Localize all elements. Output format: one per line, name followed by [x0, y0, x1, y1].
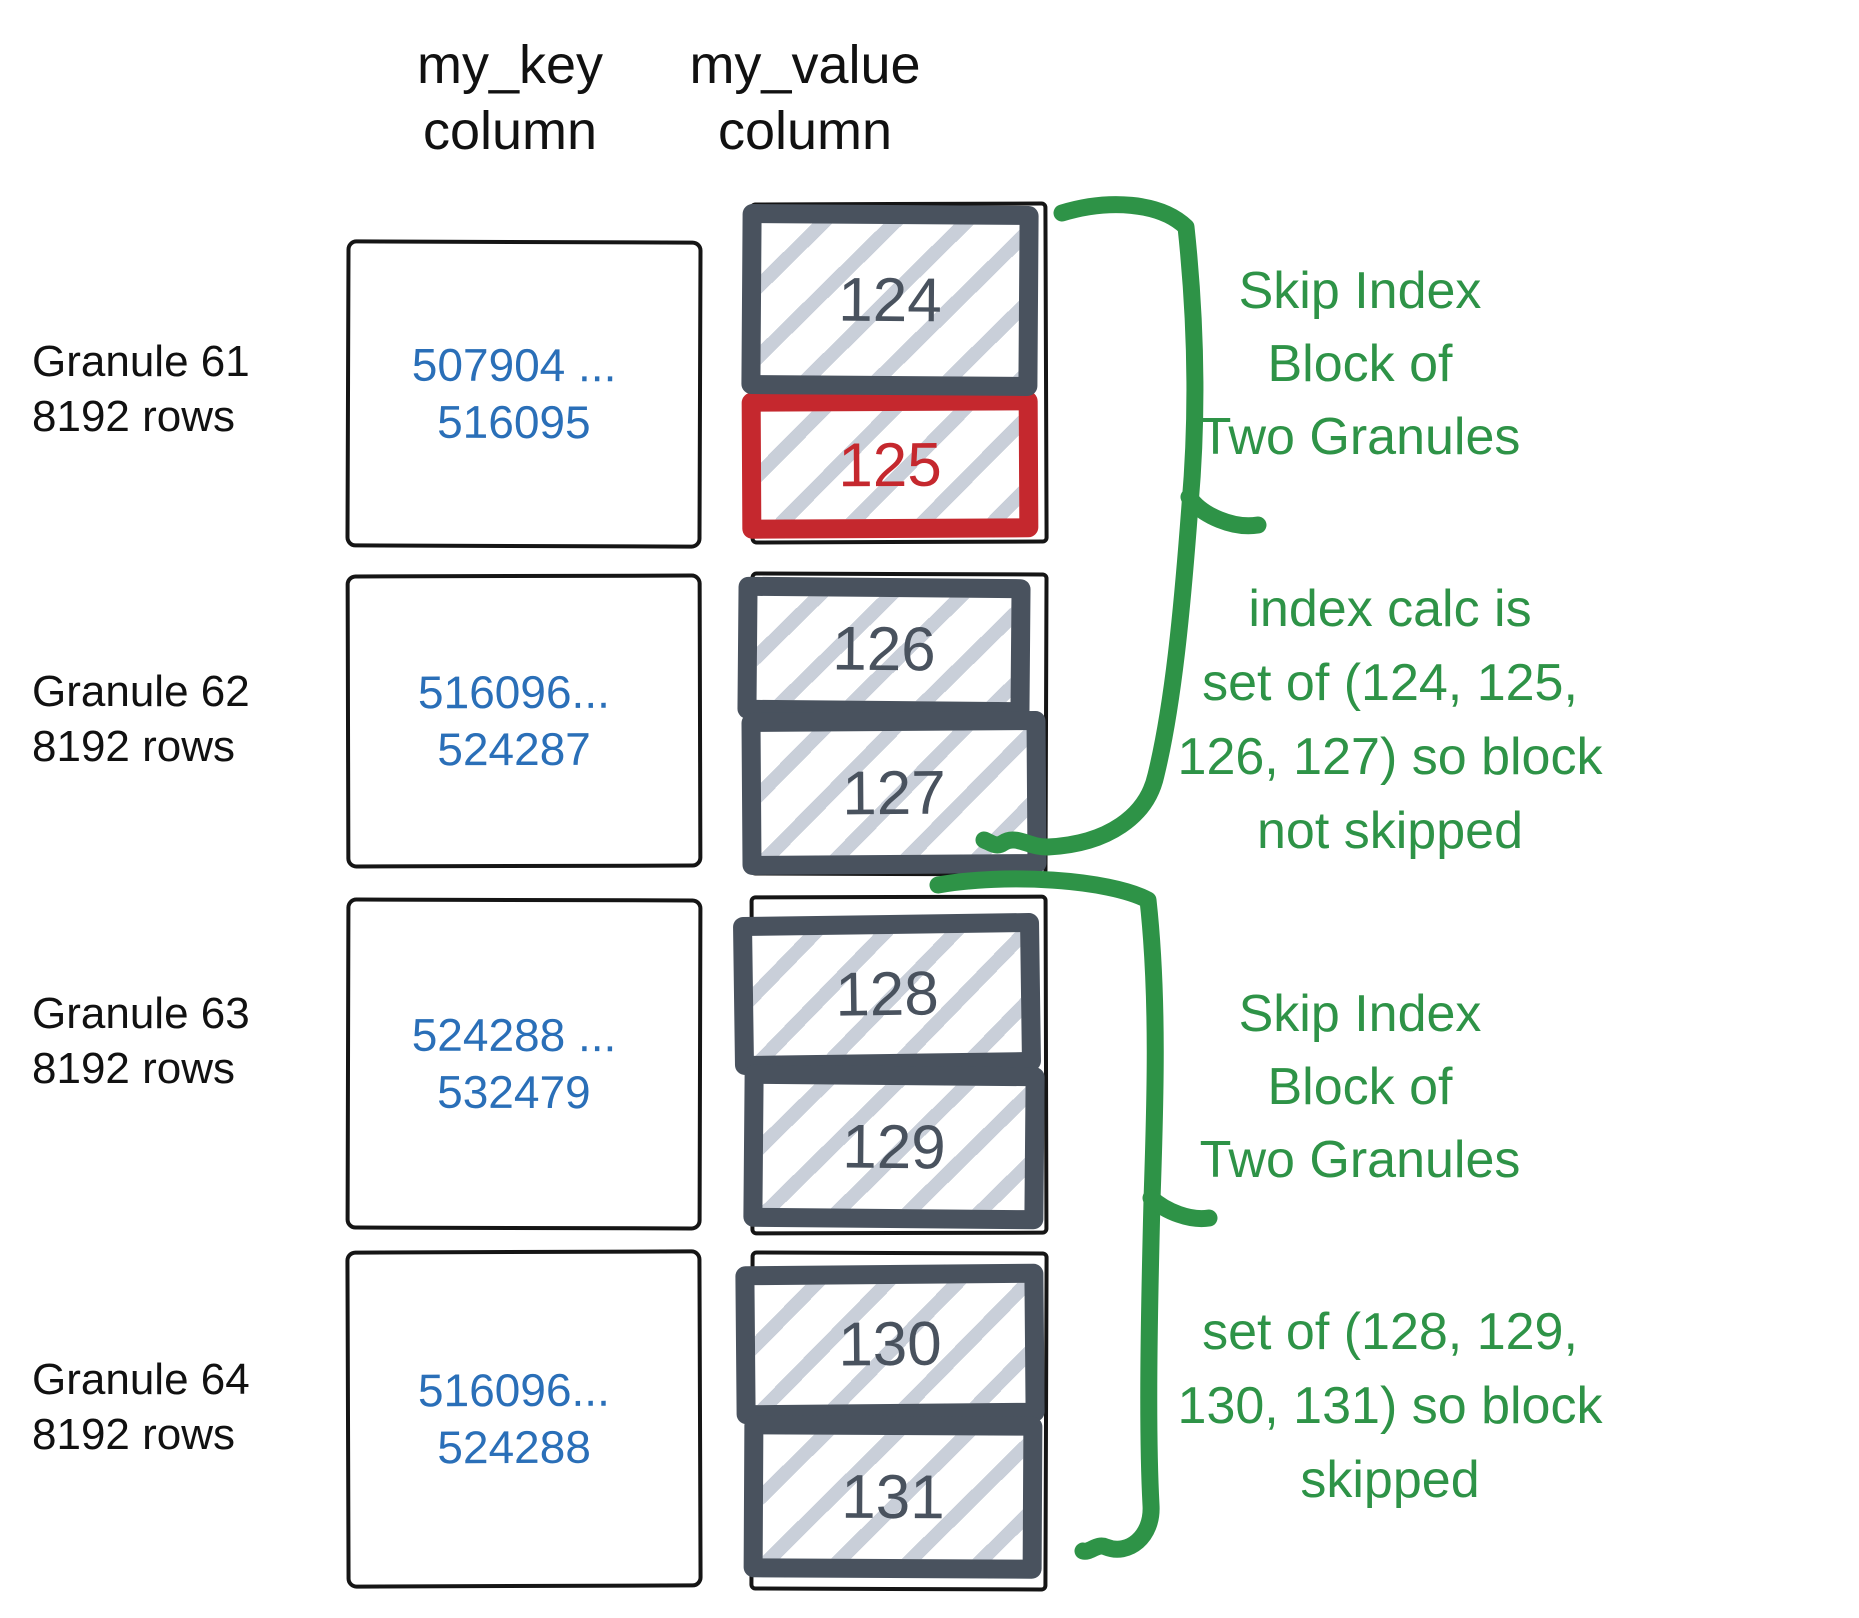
key-column-header-line2: column [422, 101, 598, 161]
skip-block-1-note-line3: 126, 127) so block [1177, 728, 1603, 786]
skip-block-1-title-line2: Block of [1267, 335, 1453, 393]
value-block-124-number: 124 [838, 265, 942, 335]
skip-block-1-title-line1: Skip Index [1238, 262, 1482, 320]
skip-block-1-title: Skip Index Block of Two Granules [1090, 255, 1630, 474]
skip-block-2-note: set of (128, 129, 130, 131) so block ski… [1110, 1295, 1670, 1517]
granule-64-rows: 8192 rows [32, 1410, 236, 1459]
skip-block-2-title-line2: Block of [1267, 1058, 1453, 1116]
key-column-header: my_key column [330, 32, 690, 164]
skip-block-1-title-line3: Two Granules [1199, 408, 1521, 466]
value-block-124: 124 [741, 203, 1039, 397]
granule-63-label: Granule 63 8192 rows [32, 986, 292, 1096]
value-block-131-number: 131 [841, 1462, 945, 1532]
granule-63-name: Granule 63 [32, 989, 250, 1038]
value-block-127-number: 127 [842, 758, 946, 828]
value-block-125-number: 125 [838, 430, 942, 500]
value-block-129: 129 [743, 1064, 1045, 1230]
value-block-128-number: 128 [834, 958, 940, 1030]
value-block-131: 131 [743, 1415, 1043, 1579]
value-column-header: my_value column [625, 32, 985, 164]
granule-61-key-from: 507904 ... [411, 338, 617, 392]
granule-63-rows: 8192 rows [32, 1044, 236, 1093]
value-block-126-number: 126 [831, 614, 937, 684]
granule-64-name: Granule 64 [32, 1355, 250, 1404]
granule-61-rows: 8192 rows [32, 392, 236, 441]
granule-63-key-to: 532479 [437, 1065, 591, 1119]
skip-block-2-note-line2: 130, 131) so block [1177, 1377, 1603, 1435]
value-block-127: 127 [741, 710, 1047, 876]
value-block-130-number: 130 [837, 1309, 943, 1379]
skip-block-2-note-line1: set of (128, 129, [1202, 1303, 1578, 1361]
granule-64-key-box: 516096... 524288 [345, 1249, 703, 1589]
granule-62-rows: 8192 rows [32, 722, 236, 771]
key-column-header-line1: my_key [416, 35, 604, 95]
value-block-130: 130 [735, 1263, 1045, 1425]
skip-block-2-note-line3: skipped [1300, 1451, 1480, 1509]
granule-62-key-to: 524287 [437, 722, 591, 776]
skip-block-2-title-line3: Two Granules [1199, 1131, 1521, 1189]
granule-61-name: Granule 61 [32, 337, 250, 386]
granule-62-key-from: 516096... [417, 665, 610, 719]
granule-63-key-from: 524288 ... [411, 1008, 617, 1062]
value-block-125: 125 [741, 391, 1039, 539]
granule-62-key-box: 516096... 524287 [345, 573, 703, 869]
granule-62-name: Granule 62 [32, 667, 250, 716]
skip-block-1-note: index calc is set of (124, 125, 126, 127… [1110, 572, 1670, 868]
value-column-header-line1: my_value [689, 35, 921, 95]
value-column-header-line2: column [717, 101, 893, 161]
granule-61-key-box: 507904 ... 516095 [345, 239, 703, 549]
granule-64-label: Granule 64 8192 rows [32, 1352, 292, 1462]
skip-block-1-note-line2: set of (124, 125, [1202, 654, 1578, 712]
skip-block-2-title-line1: Skip Index [1238, 985, 1482, 1043]
skip-block-1-note-line1: index calc is [1248, 580, 1532, 638]
granule-64-key-to: 524288 [437, 1420, 591, 1474]
granule-62-label: Granule 62 8192 rows [32, 664, 292, 774]
value-block-126: 126 [737, 576, 1031, 722]
skip-block-1-note-line4: not skipped [1257, 802, 1523, 860]
value-block-129-number: 129 [841, 1112, 947, 1182]
granule-64-key-from: 516096... [417, 1363, 610, 1417]
granule-63-key-box: 524288 ... 532479 [345, 897, 703, 1231]
skip-block-2-title: Skip Index Block of Two Granules [1090, 978, 1630, 1197]
granule-61-key-to: 516095 [437, 395, 591, 449]
value-block-128: 128 [732, 912, 1042, 1076]
granule-61-label: Granule 61 8192 rows [32, 334, 292, 444]
